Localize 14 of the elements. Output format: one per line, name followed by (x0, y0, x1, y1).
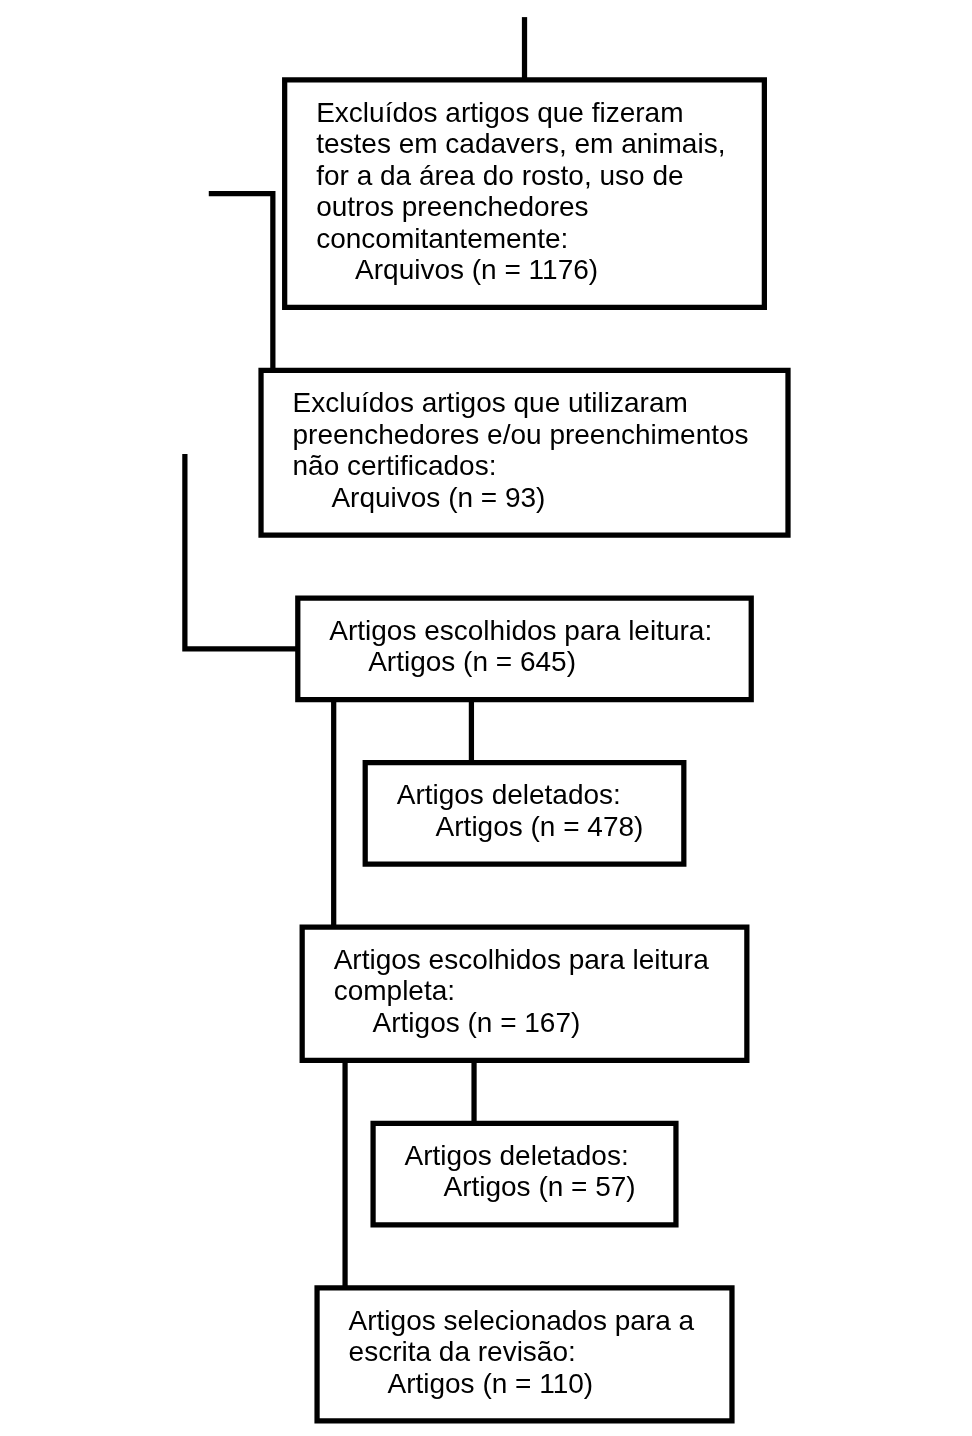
node-box: Artigos escolhidos para leitura: Artigos (n = 645) (295, 595, 754, 703)
connector (182, 454, 298, 652)
connector (468, 700, 475, 763)
node-box: Artigos deletados: Artigos (n = 57) (370, 1120, 679, 1228)
connector (521, 17, 528, 80)
connector (471, 1060, 477, 1123)
node-box: Artigos escolhidos para leitura completa: Artigos (n = 167) (299, 924, 750, 1063)
connector (208, 191, 276, 371)
node-box: Artigos selecionados para a escrita da revisão: Artigos (n = 110) (314, 1285, 735, 1424)
connector (342, 1060, 348, 1288)
node-box: Excluídos artigos que utilizaram preenchedores e/ou preenchimentos não certificados: Arquivos (n = 93) (258, 367, 791, 538)
connector (331, 699, 337, 927)
node-box: Artigos deletados: Artigos (n = 478) (362, 760, 687, 867)
node-box: Excluídos artigos que fizeram testes em cadavers, em animais, for a da área do rosto, uso de outros preenchedores concomitantemente: Arquivos (n = 1176) (282, 77, 767, 311)
